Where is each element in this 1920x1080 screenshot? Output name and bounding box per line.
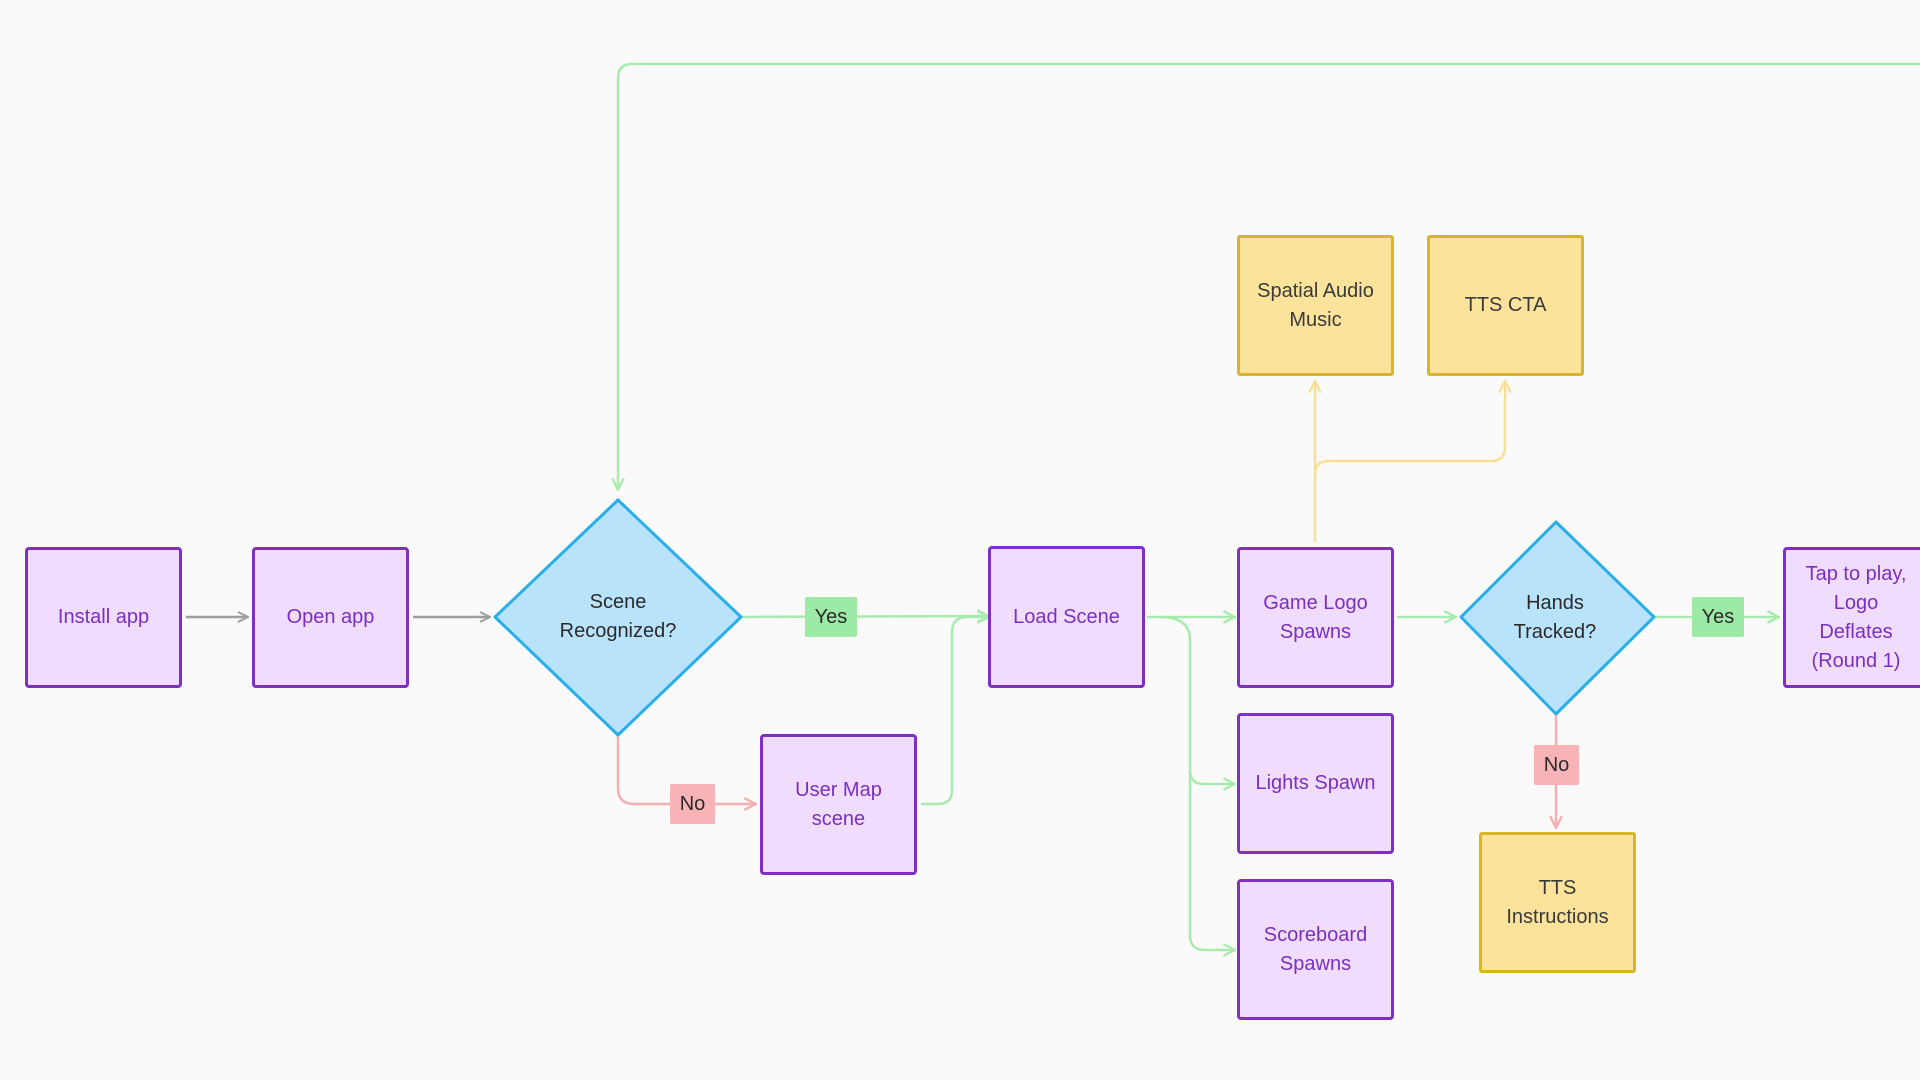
user-map-scene-label: User Map scene [795, 778, 882, 830]
yes-badge-scene-label: Yes [814, 605, 848, 628]
yes-badge-hands-label: Yes [1701, 605, 1735, 628]
connector-load-scene-to-lights [1159, 615, 1235, 784]
spatial-audio-music-label: Spatial Audio Music [1257, 279, 1374, 331]
tap-to-play-node[interactable]: Tap to play, Logo Deflates (Round 1) [1783, 547, 1920, 688]
connector-loop-back-to-scene-recognized [618, 62, 1920, 490]
spatial-audio-music-node[interactable]: Spatial Audio Music [1237, 235, 1394, 376]
game-logo-spawns-label: Game Logo Spawns [1263, 591, 1368, 643]
scene-recognized-label-box: Scene Recognized? [525, 575, 711, 659]
install-app-node[interactable]: Install app [25, 547, 182, 688]
no-badge-hands-label: No [1543, 753, 1570, 776]
scoreboard-spawns-node[interactable]: Scoreboard Spawns [1237, 879, 1394, 1020]
user-map-scene-node[interactable]: User Map scene [760, 734, 917, 875]
install-app-label: Install app [57, 606, 150, 628]
hands-tracked-label-box: Hands Tracked? [1480, 576, 1630, 660]
load-scene-label: Load Scene [1013, 605, 1120, 628]
tts-instructions-label: TTS Instructions [1506, 876, 1609, 928]
yes-badge-scene: Yes [805, 597, 857, 637]
tap-to-play-label: Tap to play, Logo Deflates (Round 1) [1805, 562, 1907, 672]
load-scene-node[interactable]: Load Scene [988, 546, 1145, 688]
tts-cta-node[interactable]: TTS CTA [1427, 235, 1584, 376]
lights-spawn-label: Lights Spawn [1255, 772, 1376, 794]
open-app-label: Open app [286, 606, 375, 628]
connector-scene-recognized-yes [740, 616, 989, 617]
scoreboard-spawns-label: Scoreboard Spawns [1263, 923, 1368, 975]
tts-cta-label: TTS CTA [1464, 294, 1547, 316]
scene-recognized-diamond[interactable] [493, 498, 743, 737]
no-badge-hands: No [1534, 745, 1579, 785]
hands-tracked-diamond[interactable] [1459, 520, 1656, 716]
connector-load-scene-to-scoreboard [1188, 770, 1235, 950]
connector-game-logo-to-tts-cta [1313, 381, 1505, 476]
open-app-node[interactable]: Open app [252, 547, 409, 688]
yes-badge-hands: Yes [1692, 597, 1744, 637]
scene-recognized-label: Scene Recognized? [559, 591, 677, 642]
connector-scene-recognized-no [616, 735, 756, 804]
hands-tracked-label: Hands Tracked? [1513, 592, 1597, 643]
no-badge-scene-label: No [679, 792, 706, 815]
connector-user-map-to-load-scene [921, 617, 989, 806]
no-badge-scene: No [670, 784, 715, 824]
lights-spawn-node[interactable]: Lights Spawn [1237, 713, 1394, 854]
tts-instructions-node[interactable]: TTS Instructions [1479, 832, 1636, 973]
game-logo-spawns-node[interactable]: Game Logo Spawns [1237, 547, 1394, 688]
